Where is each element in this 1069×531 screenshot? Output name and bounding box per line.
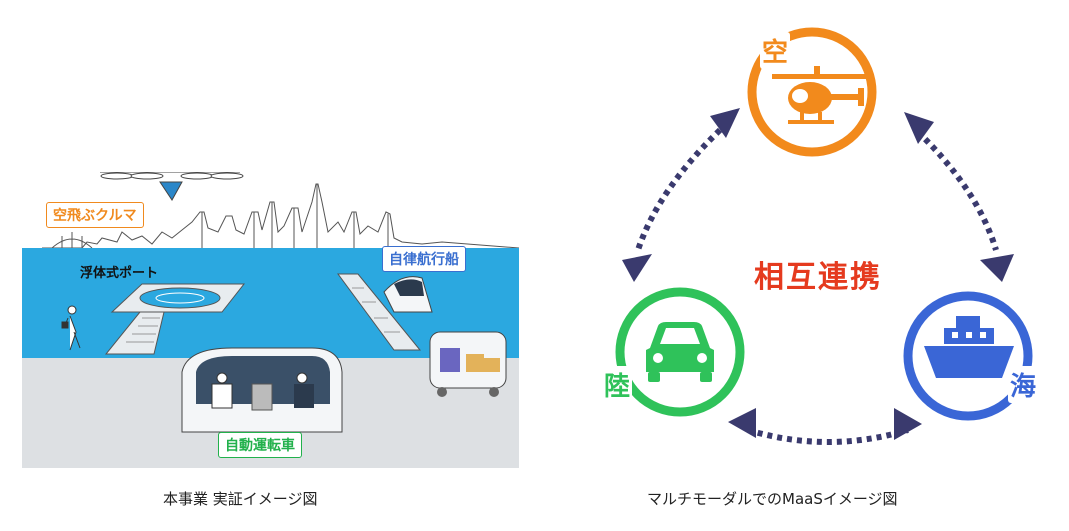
arrowhead [980, 254, 1014, 282]
arrowhead [904, 112, 934, 144]
arrow-air-land [635, 127, 723, 251]
autonomous-boat [383, 276, 433, 313]
land-label: 陸 [602, 366, 633, 403]
sea-node [903, 291, 1033, 421]
floating-port [104, 283, 246, 355]
mutual-cooperation-text: 相互連携 [754, 260, 882, 295]
cargo-cart [429, 331, 507, 397]
floating-port-label: 浮体式ポート [80, 266, 159, 281]
city-skyline [42, 183, 520, 249]
arrowheads [622, 108, 1014, 440]
arrowhead [622, 254, 652, 282]
demo-illustration: 空飛ぶクルマ 浮体式ポート 自律航行船 自動運転車 [22, 171, 520, 468]
helicopter-icon [772, 66, 868, 124]
ship-icon [924, 316, 1014, 378]
arrowhead [710, 108, 740, 138]
sea-label: 海 [1008, 366, 1039, 403]
autonomous-car-pod [181, 347, 343, 433]
demo-scene-svg [22, 171, 520, 468]
walking-person [61, 305, 81, 351]
flying-car-drone [100, 171, 244, 201]
land-node [615, 287, 745, 417]
right-caption: マルチモーダルでのMaaSイメージ図 [647, 490, 898, 508]
autonomous-car-label: 自動運転車 [218, 432, 302, 458]
left-caption: 本事業 実証イメージ図 [163, 490, 318, 508]
flying-car-label: 空飛ぶクルマ [46, 202, 144, 228]
maas-diagram-svg [615, 27, 1033, 445]
arrowhead [728, 408, 756, 438]
maas-diagram: 空 陸 海 相互連携 [588, 10, 1058, 460]
car-icon [646, 322, 714, 382]
arrow-land-sea [747, 427, 909, 445]
air-label: 空 [760, 32, 791, 69]
autonomous-boat-label: 自律航行船 [382, 246, 466, 272]
arrowhead [894, 408, 922, 440]
mutual-arrows [635, 127, 999, 445]
pier [337, 273, 422, 351]
arrow-air-sea [915, 129, 999, 251]
